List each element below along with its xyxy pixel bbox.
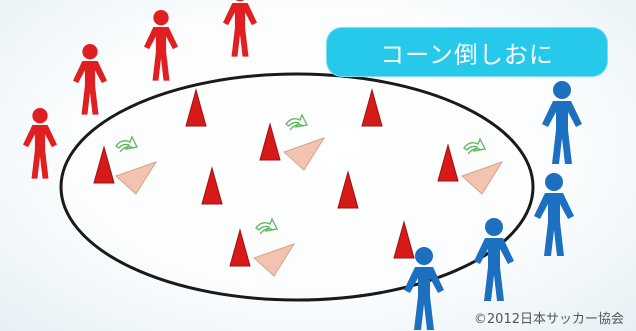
cone-icon <box>93 146 115 184</box>
cone-icon <box>437 144 459 182</box>
cone-icon <box>393 221 415 259</box>
cone-icon <box>259 123 281 161</box>
motion-arrow-icon <box>255 218 278 235</box>
blue-player-icon <box>404 247 444 330</box>
fallen-cone-icon <box>115 161 157 195</box>
cones <box>93 89 459 267</box>
title-banner: コーン倒しおに <box>326 27 608 77</box>
fallen-cone-icon <box>283 137 325 171</box>
copyright-text: ©2012日本サッカー協会 <box>473 312 624 327</box>
title-text: コーン倒しおに <box>380 40 554 69</box>
fallen-cone-icon <box>461 161 503 195</box>
motion-arrows <box>115 114 486 235</box>
motion-arrow-icon <box>285 114 308 131</box>
cone-icon <box>201 167 223 205</box>
motion-arrow-icon <box>115 136 138 153</box>
fallen-cone-icon <box>253 243 295 277</box>
blue-players <box>404 81 582 330</box>
blue-player-icon <box>534 173 574 256</box>
cone-icon <box>361 89 383 127</box>
cone-icon <box>337 171 359 209</box>
cone-icon <box>185 89 207 127</box>
cone-icon <box>229 229 251 267</box>
blue-player-icon <box>474 218 514 301</box>
red-player-icon <box>23 108 57 179</box>
motion-arrow-icon <box>463 138 486 155</box>
red-player-icon <box>73 44 107 115</box>
field-boundary <box>59 72 535 302</box>
blue-player-icon <box>542 81 582 164</box>
red-player-icon <box>144 10 178 81</box>
red-players <box>23 0 257 179</box>
red-player-icon <box>223 0 257 57</box>
